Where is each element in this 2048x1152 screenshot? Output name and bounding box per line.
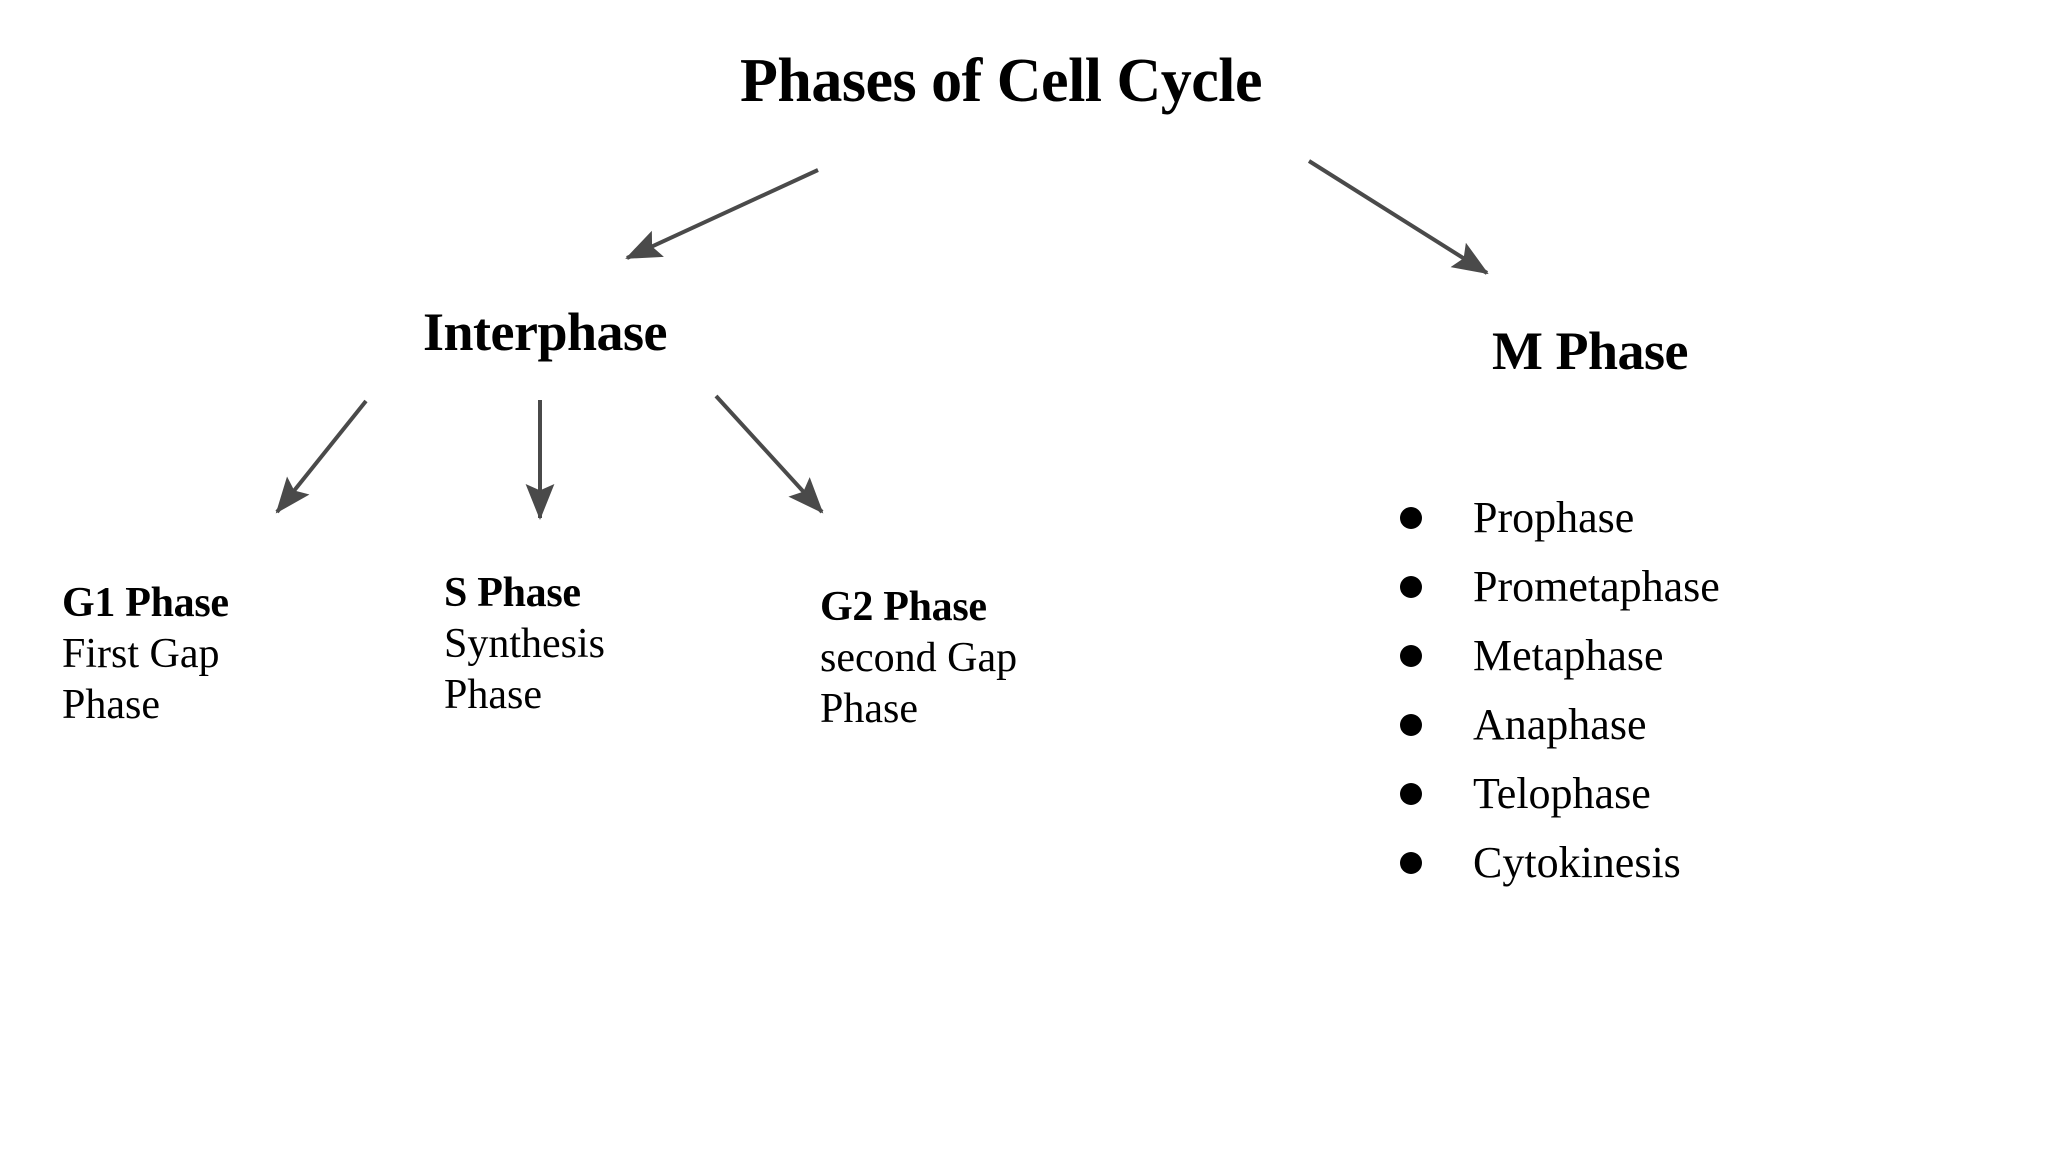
- list-item-label: Metaphase: [1473, 631, 1664, 680]
- bullet-icon: [1400, 645, 1422, 667]
- leaf-line-s-1: Synthesis: [444, 621, 606, 668]
- leaf-heading-s: S Phase: [444, 570, 581, 616]
- bullet-icon: [1400, 714, 1422, 736]
- bullet-icon: [1400, 576, 1422, 598]
- list-item: Prometaphase: [1400, 552, 1720, 621]
- branch-label-m-phase: M Phase: [1492, 321, 1688, 381]
- leaf-g2-phase: G2 Phase second Gap Phase: [820, 582, 1017, 736]
- leaf-heading-g1: G1 Phase: [62, 580, 229, 626]
- list-item: Anaphase: [1400, 690, 1720, 759]
- leaf-line-g1-1: First Gap: [62, 631, 220, 678]
- list-item-label: Prophase: [1473, 493, 1635, 542]
- list-item: Cytokinesis: [1400, 828, 1720, 897]
- leaf-heading-g2: G2 Phase: [820, 584, 987, 630]
- bullet-icon: [1400, 507, 1422, 529]
- arrow-interphase-to-g1: [275, 399, 368, 514]
- list-item-label: Anaphase: [1473, 700, 1647, 749]
- leaf-line-g1-2: Phase: [62, 682, 160, 729]
- diagram-title: Phases of Cell Cycle: [740, 47, 1263, 115]
- arrow-interphase-to-g2: [714, 394, 824, 514]
- list-item-label: Telophase: [1473, 769, 1651, 818]
- bullet-icon: [1400, 783, 1422, 805]
- branch-label-interphase: Interphase: [423, 302, 668, 362]
- leaf-g1-phase: G1 Phase First Gap Phase: [62, 578, 229, 732]
- m-phase-stage-list: Prophase Prometaphase Metaphase Anaphase…: [1400, 483, 1720, 897]
- list-item-label: Cytokinesis: [1473, 838, 1681, 887]
- arrow-title-to-m-phase: [1307, 159, 1489, 275]
- list-item: Prophase: [1400, 483, 1720, 552]
- bullet-icon: [1400, 852, 1422, 874]
- list-item: Metaphase: [1400, 621, 1720, 690]
- leaf-line-g2-1: second Gap: [820, 635, 1018, 682]
- list-item-label: Prometaphase: [1473, 562, 1720, 611]
- leaf-line-s-2: Phase: [444, 672, 542, 719]
- list-item: Telophase: [1400, 759, 1720, 828]
- leaf-line-g2-2: Phase: [820, 686, 918, 733]
- leaf-s-phase: S Phase Synthesis Phase: [444, 568, 605, 722]
- arrow-title-to-interphase: [625, 168, 819, 260]
